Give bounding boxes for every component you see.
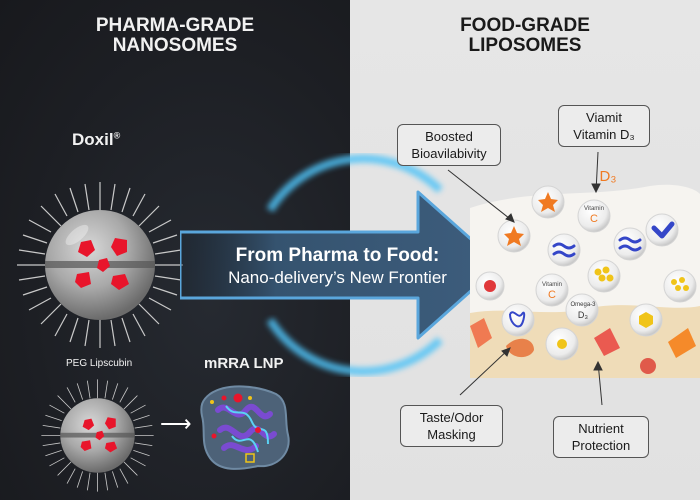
- callout-taste-masking: Taste/Odor Masking: [400, 405, 503, 447]
- callout-bioavailability: Boosted Bioavilabivity: [397, 124, 501, 166]
- doxil-label: Doxil®: [72, 130, 121, 149]
- callout-bioavailability-line2: Bioavilabivity: [411, 146, 487, 161]
- callout-taste-masking-line2: Masking: [427, 427, 476, 442]
- peg-liposome-icon: [40, 378, 155, 493]
- vitamin-c-letter-2: C: [548, 289, 556, 301]
- food-matrix-illustration: [470, 184, 700, 378]
- vitamin-c-word-2: Vitamin: [542, 282, 562, 288]
- pharma-heading-line2: NANOSOMES: [112, 35, 238, 56]
- food-heading-line2: LIPOSOMES: [468, 35, 582, 56]
- central-title-line1: From Pharma to Food:: [235, 245, 440, 266]
- callout-taste-masking-line1: Taste/Odor: [419, 410, 484, 425]
- glow-ring-icon: [266, 154, 443, 376]
- vitamin-c-letter-1: C: [590, 213, 598, 225]
- omega-bubble-d3: D₃: [577, 310, 589, 320]
- callout-vitamin-d3-line2: Vitamin D₃: [573, 127, 635, 142]
- central-title-line2: Nano-delivery’s New Frontier: [228, 268, 447, 287]
- callout-vitamin-d3-line1: Viamit: [586, 110, 622, 125]
- callout-nutrient-protection-line1: Nutrient: [578, 421, 624, 436]
- mrna-lnp-label: mRRA LNP: [204, 355, 284, 372]
- central-title: From Pharma to Food: Nano-delivery’s New…: [200, 245, 475, 289]
- pharma-to-food-arrow-icon: [180, 190, 502, 340]
- food-heading: FOOD-GRADE LIPOSOMES: [350, 16, 700, 56]
- callout-nutrient-protection: Nutrient Protection: [553, 416, 649, 458]
- right-arrow-icon: ⟶: [160, 411, 192, 436]
- peg-liposome-label: PEG Lipscubin: [66, 358, 133, 369]
- doxil-liposome-icon: [17, 182, 183, 348]
- callout-bioavailability-line1: Boosted: [425, 129, 473, 144]
- vitamin-c-word-1: Vitamin: [584, 206, 604, 212]
- pharma-heading-line1: PHARMA-GRADE: [95, 15, 255, 36]
- callout-vitamin-d3: Viamit Vitamin D₃: [558, 105, 650, 147]
- callout-lines: [447, 151, 603, 406]
- omega-bubble-word: Omega-3: [570, 302, 596, 308]
- food-heading-line1: FOOD-GRADE: [460, 15, 590, 36]
- callout-nutrient-protection-line2: Protection: [571, 438, 631, 453]
- mrna-lnp-icon: [200, 385, 290, 470]
- pharma-heading: PHARMA-GRADE NANOSOMES: [0, 16, 350, 56]
- d3-bubble-label: D₃: [599, 168, 617, 185]
